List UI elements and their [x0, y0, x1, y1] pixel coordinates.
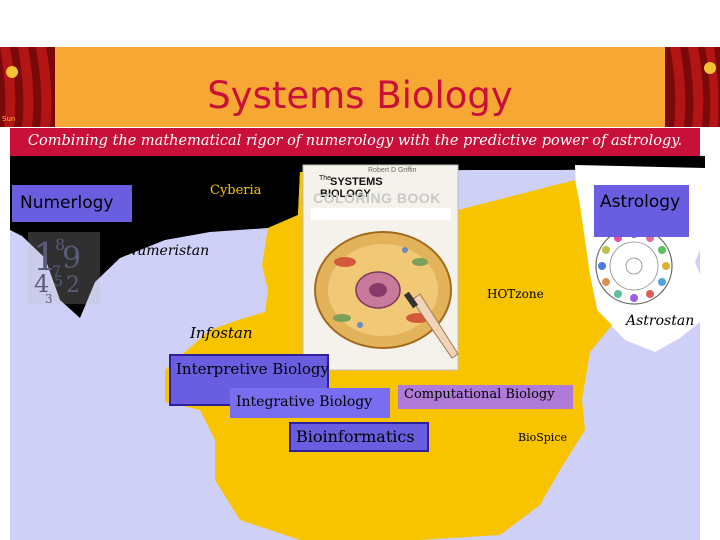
svg-text:3: 3: [45, 292, 53, 306]
book-the: The: [319, 175, 332, 182]
numerology-numbers-image: 1 8 9 7 4 5 2 3: [28, 232, 100, 306]
region-astrology-label: Astrology: [594, 185, 689, 237]
coloring-book-cover: [302, 164, 459, 371]
numerology-territory: [10, 156, 705, 318]
cell-illustration-image: [314, 231, 459, 359]
subtitle-banner: [10, 128, 700, 156]
field-bioinformatics: Bioinformatics: [289, 422, 429, 452]
field-integrative-biology: Integrative Biology: [230, 388, 390, 418]
region-astrostan-label: Astrostan: [626, 313, 695, 329]
book-title-line2: BIOLOGY: [320, 188, 371, 200]
region-numerlogy-label: Numerlogy: [12, 185, 132, 222]
zodiac-wheel-image: [595, 227, 673, 305]
svg-text:8: 8: [55, 235, 65, 254]
book-title-line1: SYSTEMS: [330, 176, 383, 188]
svg-text:Sun: Sun: [2, 115, 15, 123]
svg-text:7: 7: [52, 264, 61, 280]
region-cyberia-label: Cyberia: [210, 183, 262, 198]
svg-text:2: 2: [66, 273, 80, 298]
field-computational-biology: Computational Biology: [398, 385, 573, 409]
book-banner: COLORING BOOK: [313, 190, 441, 206]
region-infostan-label: Infostan: [190, 324, 253, 342]
subtitle: Combining the mathematical rigor of nume…: [27, 133, 683, 149]
curtain-right-image: [665, 47, 720, 127]
svg-text:4: 4: [34, 270, 49, 298]
page-title: Systems Biology: [207, 74, 513, 117]
book-title: SYSTEMS BIOLOGY: [320, 176, 383, 200]
book-author: Robert D Griffin: [368, 167, 417, 174]
svg-text:5: 5: [54, 274, 63, 290]
curtain-left-image: Sun: [0, 47, 55, 127]
svg-text:9: 9: [62, 241, 81, 276]
title-banner: [55, 47, 665, 127]
svg-text:1: 1: [33, 235, 57, 279]
region-hotzone-label: HOTzone: [487, 287, 544, 301]
region-numeristan-label: Numeristan: [125, 243, 210, 259]
region-biospice-label: BioSpice: [518, 431, 567, 444]
